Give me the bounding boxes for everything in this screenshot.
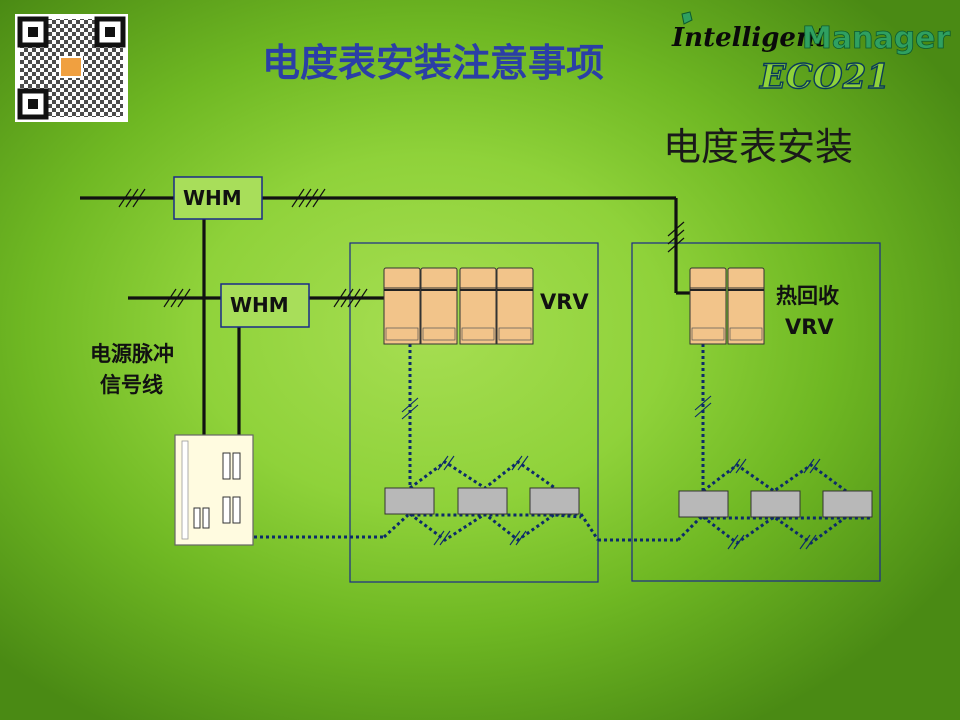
- whm-meter-top: WHM: [173, 176, 263, 220]
- indoor-unit: [750, 490, 801, 518]
- hr-vrv-label-1: 热回收: [776, 284, 839, 308]
- qr-code-image: [15, 14, 128, 122]
- signal-line-ticks: [401, 395, 821, 550]
- heat-recovery-vrv-group-box: [631, 242, 881, 582]
- whm-mid-label: WHM: [230, 293, 289, 317]
- indoor-unit: [384, 487, 435, 515]
- vrv-group-box: [349, 242, 599, 583]
- wire-count-ticks: [118, 188, 685, 308]
- hr-vrv-label-2: VRV: [785, 315, 834, 339]
- indoor-unit: [529, 487, 580, 515]
- logo-text-manager: Manager: [802, 21, 951, 56]
- pulse-signal-line-label-1: 电源脉冲: [90, 342, 174, 366]
- vrv-outdoor-unit: [459, 267, 497, 345]
- pulse-signal-line-label-2: 信号线: [100, 373, 163, 397]
- logo-text-eco21: ECO21: [759, 57, 890, 97]
- page-title: 电度表安装注意事项: [262, 41, 604, 85]
- logo-text-intelligent: Intelligent: [671, 23, 827, 53]
- vrv-outdoor-unit: [496, 267, 534, 345]
- indoor-unit: [822, 490, 873, 518]
- central-controller-unit: [174, 434, 254, 546]
- hr-vrv-outdoor-unit: [689, 267, 727, 345]
- indoor-unit: [678, 490, 729, 518]
- whm-meter-middle: WHM: [220, 283, 310, 328]
- vrv-indoor-units: [384, 487, 580, 515]
- indoor-unit: [457, 487, 508, 515]
- vrv-outdoor-units: [383, 267, 534, 345]
- vrv-outdoor-unit: [420, 267, 458, 345]
- intelligent-manager-logo: Intelligent Manager ECO21: [671, 11, 951, 98]
- heat-recovery-vrv-outdoor-units: [689, 267, 765, 345]
- hr-vrv-outdoor-unit: [727, 267, 765, 345]
- whm-top-label: WHM: [183, 186, 242, 210]
- vrv-outdoor-unit: [383, 267, 421, 345]
- hr-vrv-indoor-units: [678, 490, 873, 518]
- section-subtitle: 电度表安装: [663, 125, 853, 169]
- vrv-label: VRV: [540, 290, 589, 314]
